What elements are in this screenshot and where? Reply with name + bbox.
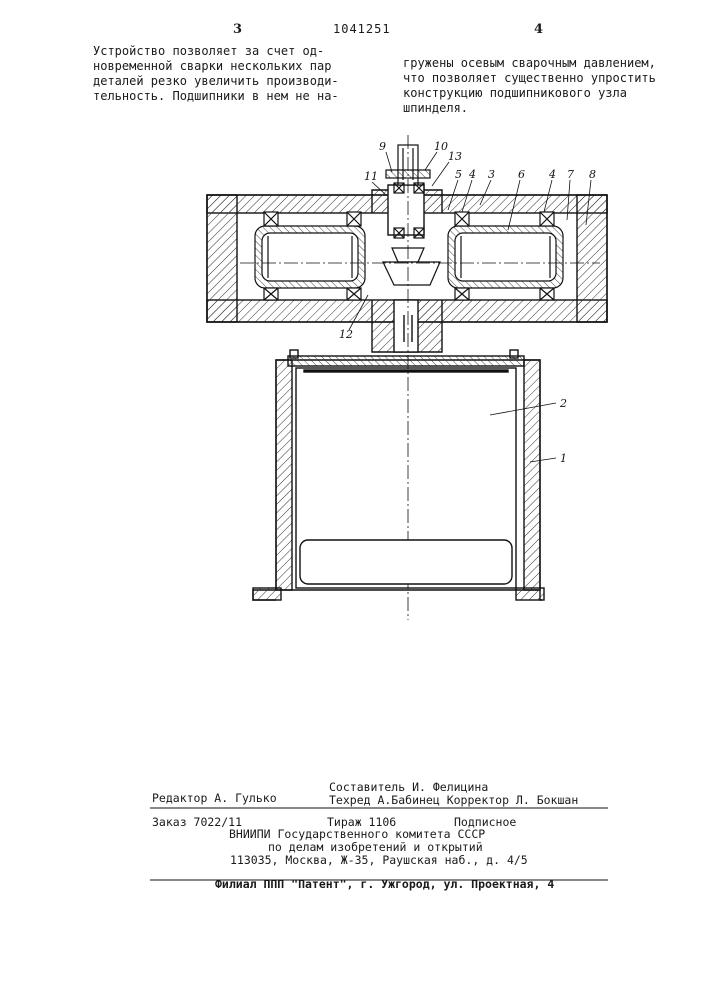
figure-label: 4 — [468, 168, 476, 181]
techred-corrector-line: Техред А.Бабинец Корректор Л. Бокшан — [329, 793, 578, 807]
branch-line: Филиал ППП "Патент", г. Ужгород, ул. Про… — [215, 877, 554, 891]
institute-line-2: по делам изобретений и открытий — [268, 840, 483, 854]
compiler-line: Составитель И. Фелицина — [329, 780, 488, 794]
figure-label: 5 — [455, 168, 462, 181]
figure-label: 9 — [379, 140, 386, 153]
figure-label: 13 — [448, 150, 462, 163]
figure-label: 6 — [518, 168, 525, 181]
left-rotor-block — [255, 212, 365, 300]
figure-label: 4 — [548, 168, 556, 181]
figure-label: 8 — [589, 168, 596, 181]
right-rotor-block — [448, 212, 563, 300]
figure-label: 1 — [560, 452, 567, 465]
figure-label: 11 — [364, 170, 378, 183]
address-line: 113035, Москва, Ж-35, Раушская наб., д. … — [230, 853, 528, 867]
figure-label: 3 — [488, 168, 495, 181]
figure-label: 12 — [339, 328, 353, 341]
institute-line-1: ВНИИПИ Государственного комитета СССР — [229, 827, 485, 841]
figure-label: 2 — [559, 397, 567, 410]
container-body — [253, 350, 544, 600]
editor-line: Редактор А. Гулько — [152, 791, 277, 805]
figure-label: 7 — [567, 168, 574, 181]
figure-label: 10 — [434, 140, 448, 153]
